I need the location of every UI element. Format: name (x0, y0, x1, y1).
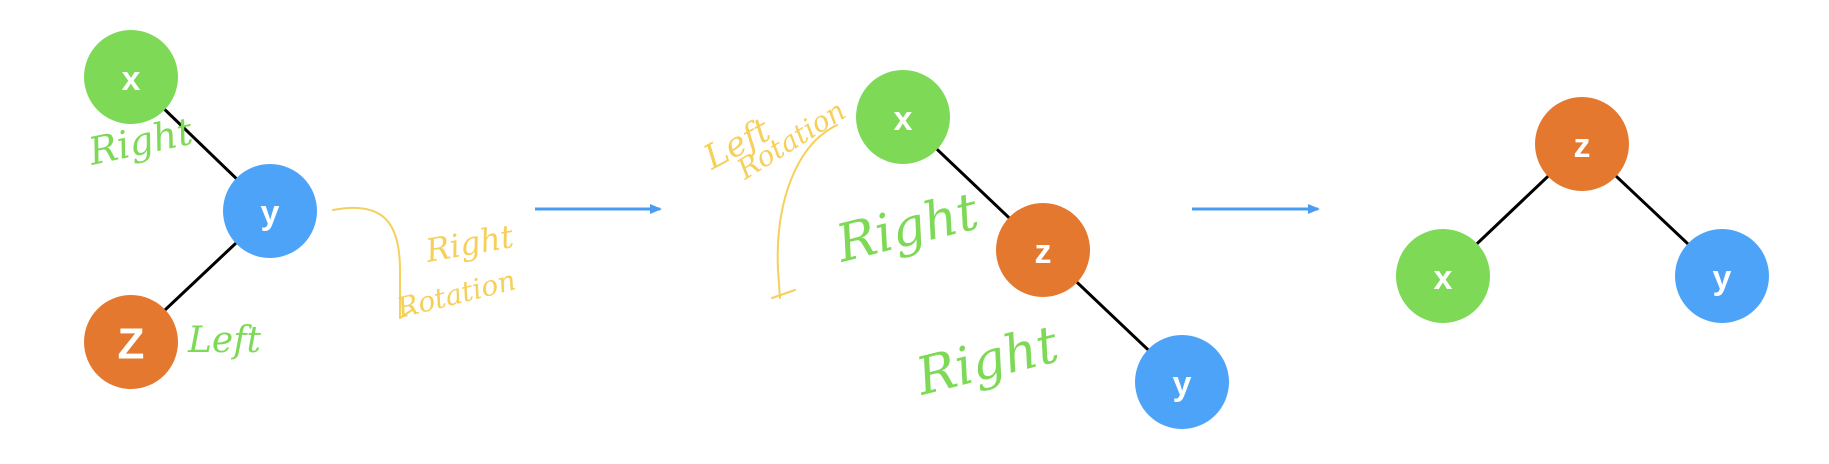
node-s1-z: Z (84, 295, 178, 389)
node-label-s2-z: z (1035, 233, 1052, 271)
node-s2-y: y (1135, 335, 1229, 429)
annotation-right-rotation-s1-line1: Right (422, 217, 517, 270)
node-circle-s2-x (856, 70, 950, 164)
node-label-s2-y: y (1173, 365, 1192, 403)
node-label-s1-z: Z (118, 320, 145, 369)
annotation-left-s1: Left (187, 320, 262, 361)
node-circle-s3-z (1535, 97, 1629, 191)
node-circle-s2-y (1135, 335, 1229, 429)
node-circle-s1-x (84, 30, 178, 124)
node-circle-s3-y (1675, 229, 1769, 323)
node-label-s2-x: x (894, 100, 913, 138)
node-circle-s3-x (1396, 229, 1490, 323)
right-rotation-curve-tail (399, 309, 413, 319)
node-s3-z: z (1535, 97, 1629, 191)
node-circle-s2-z (996, 203, 1090, 297)
left-rotation-curve-tail (771, 289, 796, 299)
node-circle-s1-z (84, 295, 178, 389)
left-rotation-curve (776, 124, 838, 299)
node-s3-y: y (1675, 229, 1769, 323)
annotation-right-rotation-s1-line2: Rotation (393, 264, 519, 326)
right-rotation-curve (332, 206, 401, 319)
node-s3-x: x (1396, 229, 1490, 323)
node-s2-z: z (996, 203, 1090, 297)
node-s1-y: y (223, 164, 317, 258)
node-label-s3-x: x (1434, 259, 1453, 297)
node-label-s3-y: y (1713, 259, 1732, 297)
node-circle-s1-y (223, 164, 317, 258)
node-label-s1-y: y (261, 194, 280, 232)
node-label-s1-x: x (122, 60, 141, 98)
node-label-s3-z: z (1574, 127, 1591, 165)
node-s2-x: x (856, 70, 950, 164)
annotation-right-s2-upper: Right (830, 182, 985, 275)
annotation-right-s2-lower: Right (910, 315, 1065, 408)
node-s1-x: x (84, 30, 178, 124)
